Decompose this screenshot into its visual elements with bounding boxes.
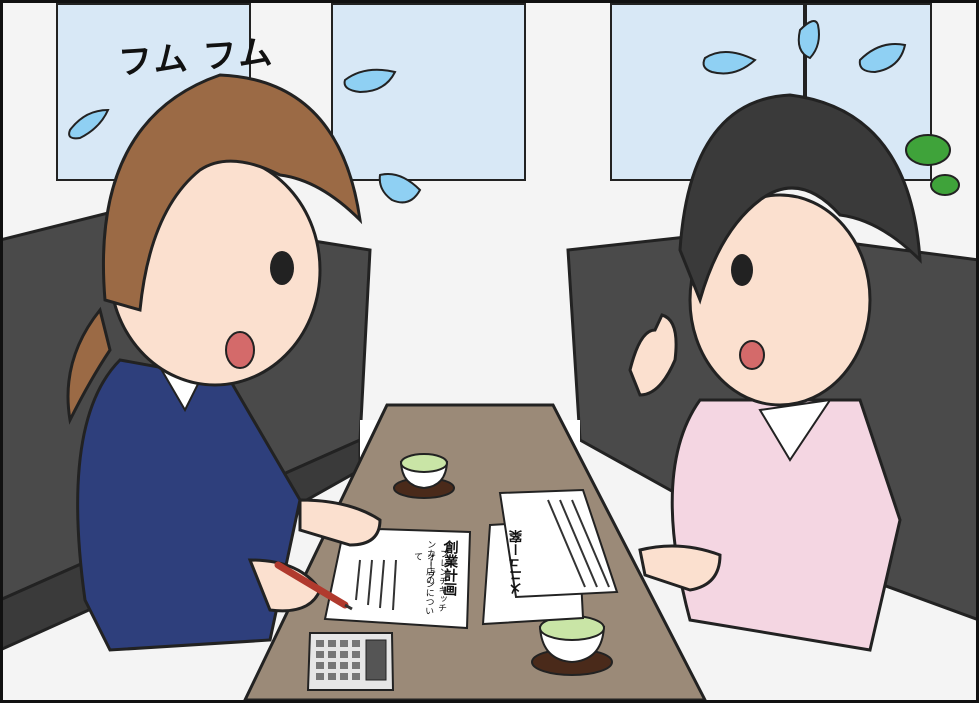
- document-left: [323, 526, 472, 630]
- woman-left: [66, 73, 382, 652]
- document-left-line-2: オープンについて: [411, 551, 436, 616]
- document-right: [481, 488, 619, 626]
- pen-icon: [274, 561, 353, 611]
- document-right-title: メニュー案: [510, 530, 525, 595]
- sweat-drop-icon: [68, 20, 907, 204]
- woman-right: [628, 93, 922, 652]
- calculator-icon: [306, 632, 395, 691]
- teacup-icon: [531, 615, 613, 676]
- teacup-icon: [393, 453, 455, 499]
